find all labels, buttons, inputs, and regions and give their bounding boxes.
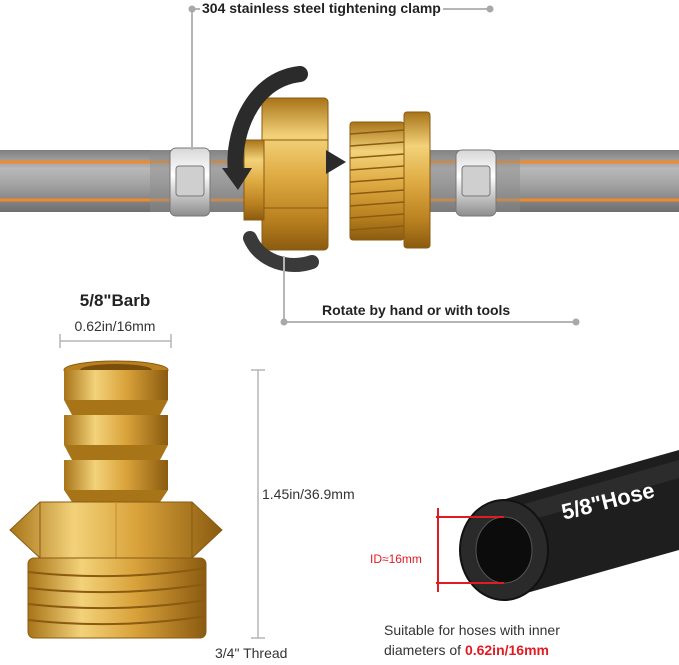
barb-fitting-illustration <box>9 334 265 639</box>
hose-end <box>459 499 549 601</box>
left-clamp <box>169 147 211 217</box>
barb-diameter-dimension <box>59 334 172 348</box>
hose-note-line2: diameters of 0.62in/16mm <box>384 642 549 658</box>
barb-thread <box>27 557 207 639</box>
barb-hex-nut <box>9 501 223 559</box>
barb-size-title: 5/8"Barb <box>79 291 151 310</box>
barb-body <box>63 360 169 502</box>
female-hex-coupling <box>243 97 329 251</box>
hose-id-label: ID≈16mm <box>370 552 422 566</box>
thread-size-label: 3/4" Thread <box>215 645 288 661</box>
barb-height-dimension <box>251 369 265 639</box>
hose-note-line1: Suitable for hoses with inner <box>384 622 560 638</box>
male-threaded-coupling <box>349 111 431 249</box>
rotate-callout-line <box>280 256 580 326</box>
barb-diameter-label: 0.62in/16mm <box>74 318 156 334</box>
rotation-arrow-icon <box>222 66 346 272</box>
rubber-hose-illustration <box>436 450 679 601</box>
barb-height-label: 1.45in/36.9mm <box>262 486 355 502</box>
hose-id-dimension <box>436 508 504 592</box>
left-hose <box>0 150 258 212</box>
right-clamp <box>455 149 497 217</box>
clamp-callout-label: 304 stainless steel tightening clamp <box>200 0 443 16</box>
hose-note-prefix: diameters of <box>384 642 465 658</box>
rotate-callout-label: Rotate by hand or with tools <box>320 302 513 318</box>
hose-note-diameter-value: 0.62in/16mm <box>464 642 549 658</box>
hose-connector-assembly-illustration <box>0 5 679 326</box>
